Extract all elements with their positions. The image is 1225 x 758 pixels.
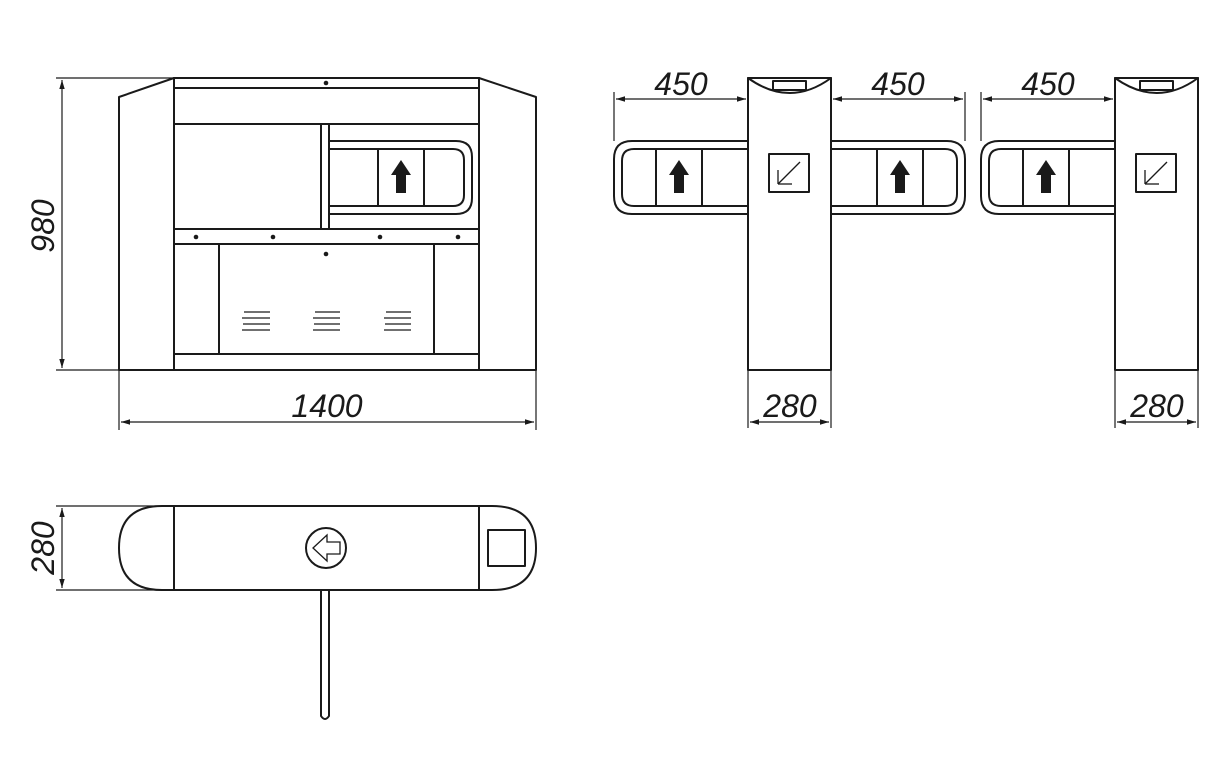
vent-grille: [313, 311, 340, 331]
left-arrow-circle-icon: [305, 527, 347, 569]
front-view: 980 1400: [25, 77, 537, 430]
front-right-wing: [478, 77, 537, 371]
up-arrow-icon: [890, 160, 910, 193]
dimension-post-width: 280: [1114, 370, 1199, 428]
front-service-door: [218, 243, 435, 355]
dimension-front-width: 1400: [118, 370, 537, 430]
dimension-post-width: 280: [747, 370, 832, 428]
arm-right: [830, 140, 966, 215]
reader-panel: [768, 153, 810, 193]
dimension-arm-single: 450: [980, 66, 1113, 141]
up-arrow-icon: [391, 160, 411, 193]
dimension-label-280: 280: [1129, 388, 1184, 424]
dimension-label-280: 280: [762, 388, 817, 424]
vent-grille: [242, 311, 270, 331]
front-left-wing: [118, 77, 175, 371]
top-reader-panel: [487, 529, 526, 567]
post-left: [747, 77, 832, 371]
dimension-front-height: 980: [25, 77, 174, 371]
up-arrow-icon: [1036, 160, 1056, 193]
top-view: 280: [25, 505, 537, 720]
top-arm: [320, 589, 330, 720]
post-right: [1114, 77, 1199, 371]
front-body: [173, 77, 480, 371]
dimension-label-1400: 1400: [291, 388, 362, 424]
side-view-single-arm: 450 280: [980, 66, 1199, 428]
dimension-label-280: 280: [25, 521, 61, 576]
dimension-label-450: 450: [871, 66, 925, 102]
dimension-label-450: 450: [1021, 66, 1075, 102]
arm-left: [613, 140, 749, 215]
top-housing: [118, 505, 537, 591]
dimension-top-depth: 280: [25, 505, 162, 591]
dimension-label-980: 980: [25, 199, 61, 253]
front-arm: [328, 140, 473, 215]
arm-single: [980, 140, 1116, 215]
vent-grille: [384, 311, 411, 331]
up-arrow-icon: [669, 160, 689, 193]
side-view-double-arm: 450 450 280: [613, 66, 966, 428]
dimension-arm-right: 450: [833, 66, 966, 141]
corner-arrow-icon: [1144, 161, 1168, 185]
reader-panel: [1135, 153, 1177, 193]
dimension-label-450: 450: [654, 66, 708, 102]
corner-arrow-icon: [777, 161, 801, 185]
dimension-arm-left: 450: [613, 66, 746, 141]
